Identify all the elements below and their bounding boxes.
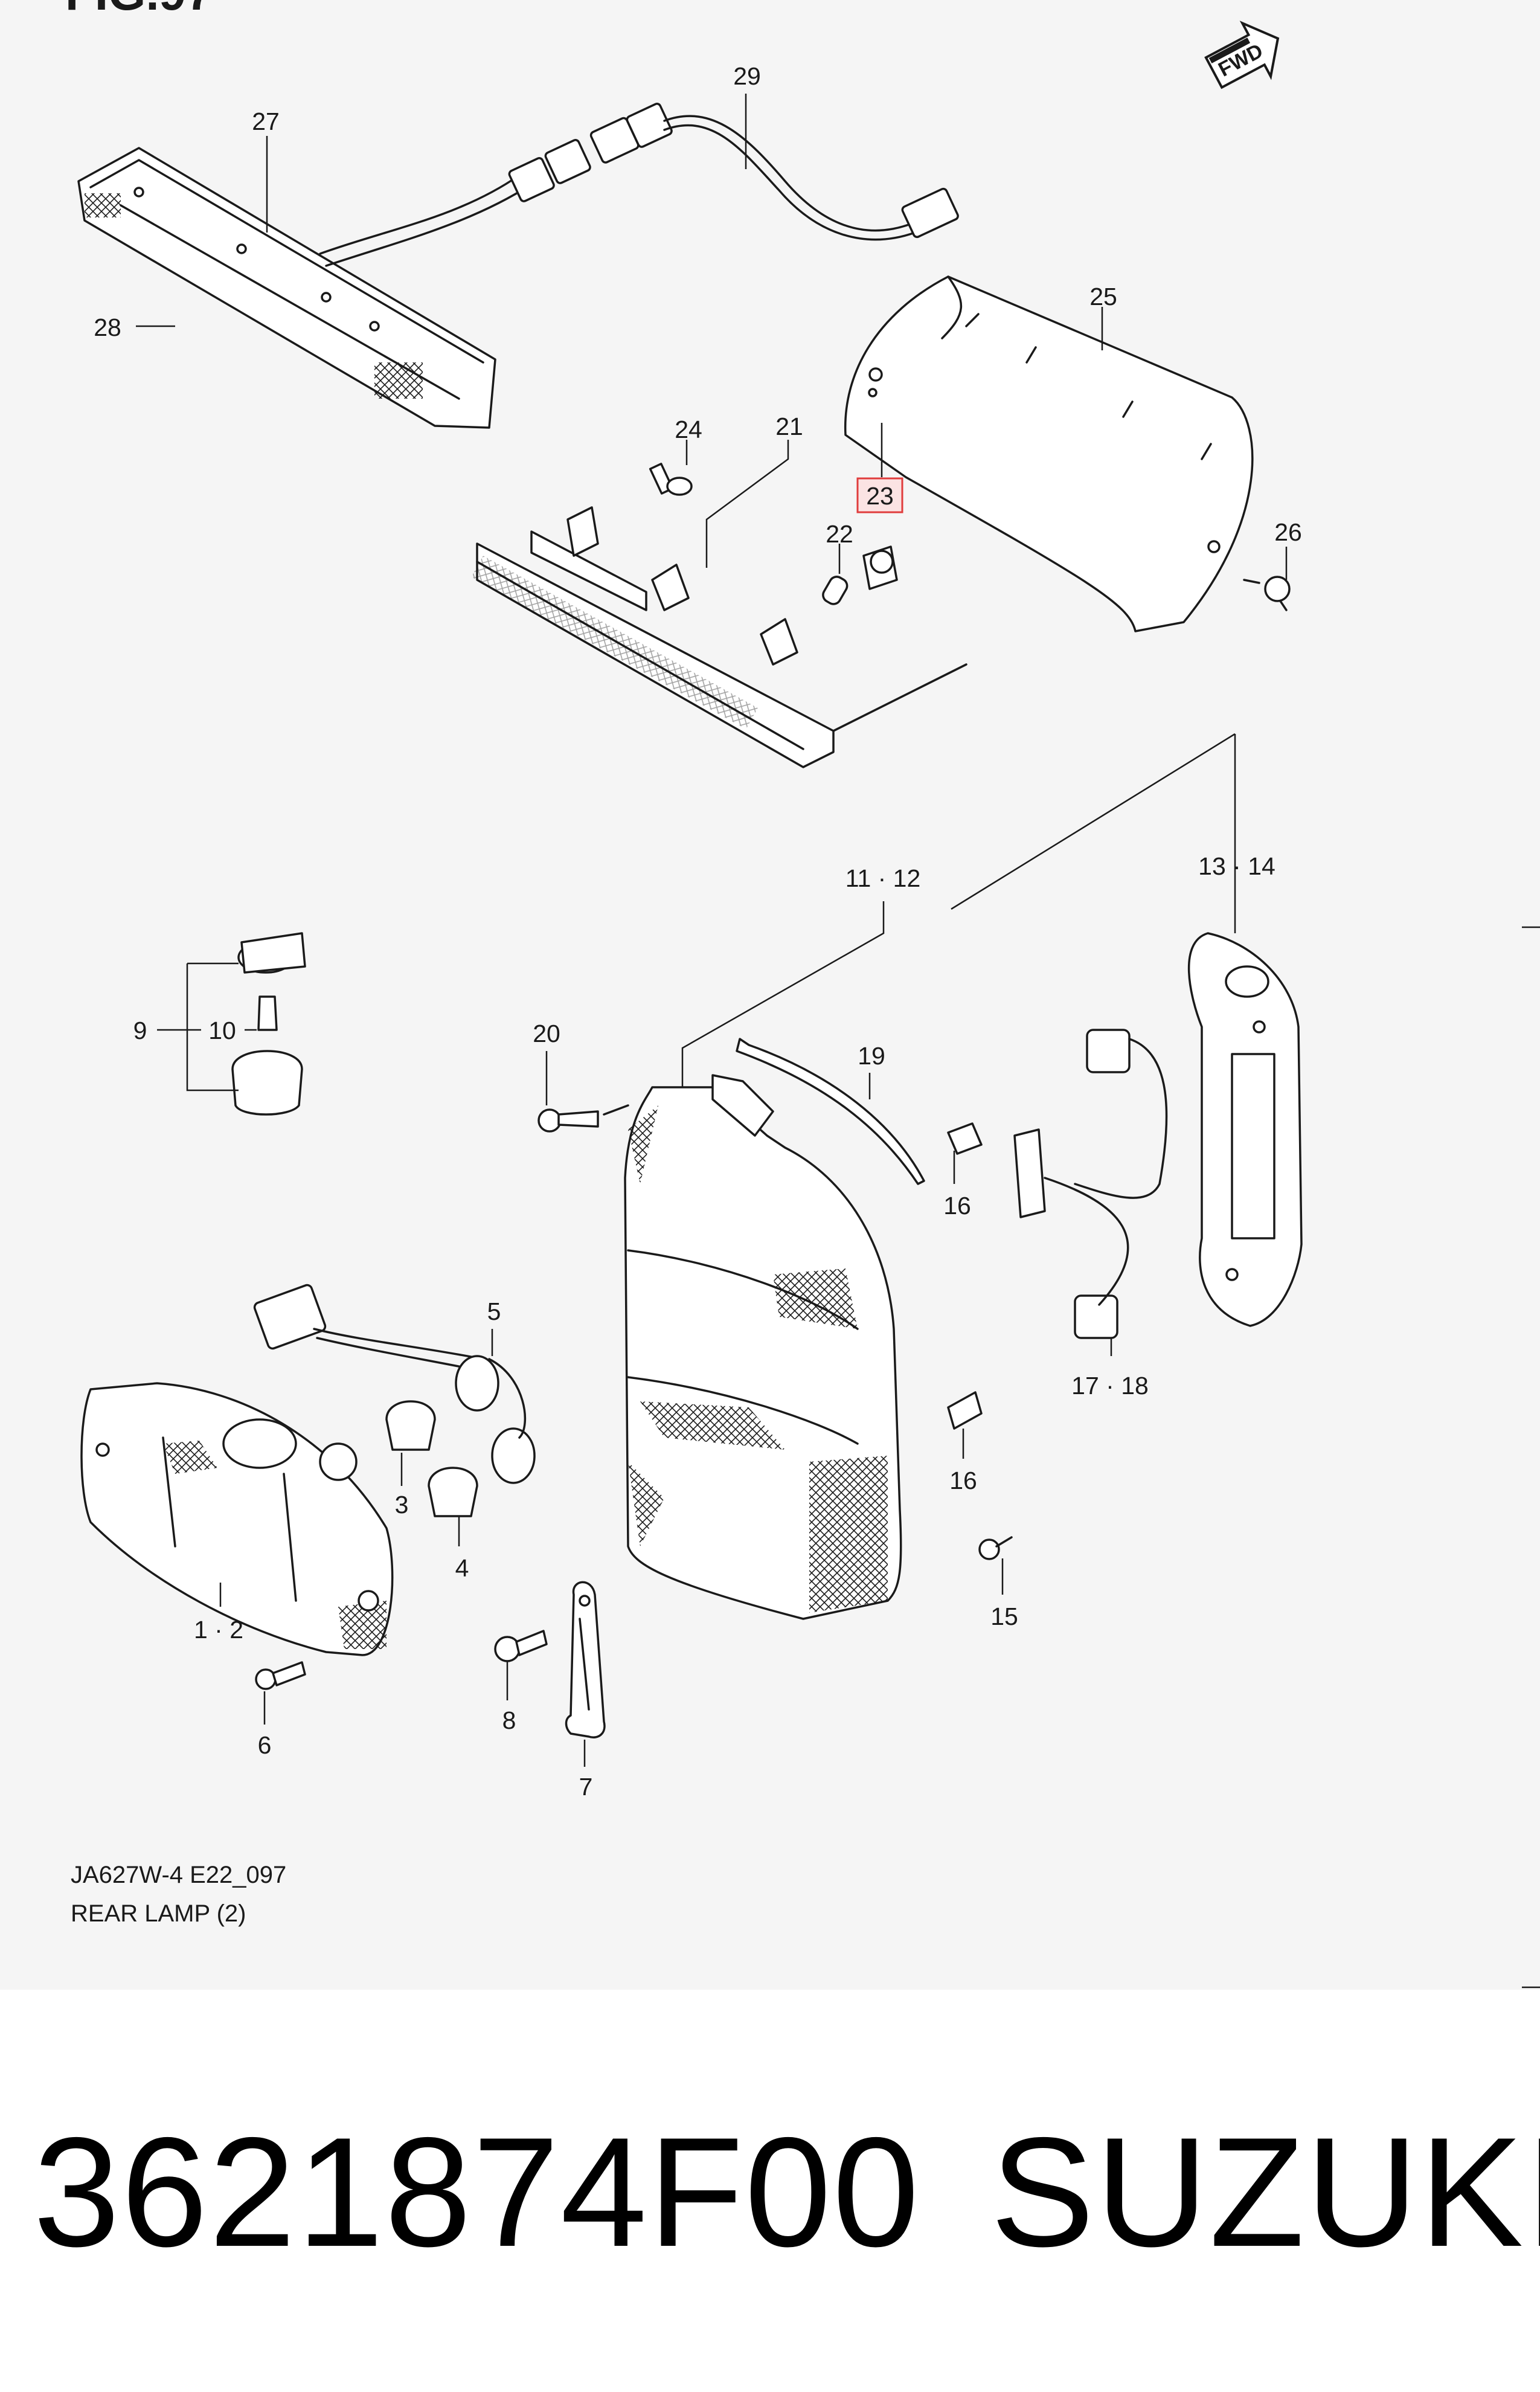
wedge-bulb-16b (947, 1391, 983, 1430)
exploded-parts-diagram: FIG.97 FWD (65, 0, 1540, 1989)
callout-1-2: 1 · 2 (194, 1616, 243, 1644)
callout-16a: 16 (943, 1192, 971, 1220)
callout-6: 6 (258, 1731, 272, 1759)
bulb-22 (822, 576, 849, 605)
leader-lines (136, 94, 1288, 1767)
socket-23 (862, 545, 898, 590)
callout-26: 26 (1274, 518, 1302, 546)
harness-5 (253, 1284, 536, 1484)
reference-code: JA627W-4 E22_097 (71, 1862, 287, 1888)
callout-17-18: 17 · 18 (1071, 1372, 1149, 1400)
gasket-19 (736, 1038, 925, 1185)
socket-assembly-9-10 (231, 932, 306, 1116)
socket-harness-17-18 (1013, 1029, 1168, 1339)
wire-harness-29 (319, 103, 959, 267)
bulb-4 (428, 1467, 478, 1517)
forward-arrow-icon: FWD (1204, 21, 1280, 89)
lamp-cover-25 (844, 275, 1254, 632)
brand-name: SUZUKI (990, 2104, 1540, 2279)
callout-22: 22 (826, 520, 853, 548)
callout-11-12: 11 · 12 (845, 864, 921, 892)
callout-21: 21 (775, 413, 803, 440)
high-mount-stop-lamp (77, 147, 496, 429)
callout-29: 29 (733, 62, 761, 90)
callout-23-highlight-box (856, 477, 903, 513)
callout-24: 24 (675, 416, 702, 443)
lamp-gasket-13-14 (1187, 932, 1303, 1327)
callout-9: 9 (133, 1017, 147, 1044)
bracket-7 (565, 1581, 606, 1738)
screw-8 (494, 1630, 548, 1662)
screw-6 (255, 1661, 306, 1690)
callout-3: 3 (395, 1491, 409, 1519)
clip-15 (978, 1536, 1013, 1560)
callout-8: 8 (502, 1706, 516, 1734)
figure-header: FIG.97 (65, 0, 213, 20)
callout-20: 20 (533, 1020, 560, 1047)
lamp-housing-21 (471, 506, 967, 768)
side-marker-lamp-1-2 (80, 1382, 394, 1656)
rear-combination-lamp (624, 1074, 902, 1620)
callout-15: 15 (990, 1603, 1018, 1630)
callout-28: 28 (94, 313, 121, 341)
screw-20 (537, 1104, 629, 1133)
figure-caption: REAR LAMP (2) (71, 1900, 246, 1927)
callout-7: 7 (579, 1773, 593, 1801)
bulb-3 (385, 1400, 436, 1451)
screw-24 (649, 463, 693, 496)
callout-10: 10 (208, 1017, 236, 1044)
wedge-bulb-16a (947, 1122, 983, 1155)
callout-13-14: 13 · 14 (1198, 852, 1275, 880)
callout-23: 23 (866, 482, 894, 510)
callout-4: 4 (455, 1554, 469, 1582)
callout-5: 5 (487, 1297, 501, 1325)
callout-16b: 16 (949, 1467, 977, 1494)
callout-25: 25 (1089, 283, 1117, 310)
callout-27: 27 (252, 108, 280, 135)
part-number: 3621874F00 (33, 2104, 920, 2279)
diagram-panel: FIG.97 FWD (65, 0, 1540, 1989)
grommet-26 (1243, 576, 1291, 611)
callout-19: 19 (858, 1042, 885, 1070)
